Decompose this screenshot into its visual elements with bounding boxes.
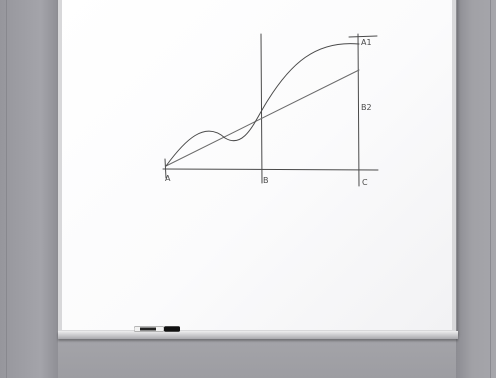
wall-panel-right [456, 0, 496, 378]
s-curve [165, 43, 360, 167]
wall-seam [490, 0, 491, 378]
label-b2: B2 [361, 103, 372, 112]
baseline-axis [162, 168, 379, 171]
marker-cap [164, 326, 180, 332]
vertical-line-b [260, 33, 263, 184]
tick-a [164, 158, 167, 179]
top-bar-a1 [348, 35, 378, 38]
wall-panel-left [0, 0, 58, 378]
label-b: B [263, 176, 269, 185]
dry-erase-marker[interactable] [134, 326, 180, 332]
label-c: C [362, 178, 368, 187]
vertical-line-c [357, 33, 360, 187]
marker-tray [58, 331, 458, 339]
straight-line [165, 69, 360, 167]
marker-label [140, 327, 156, 331]
wall-panel-bottom [58, 338, 456, 378]
label-a1: A1 [361, 38, 372, 47]
wall-seam [6, 0, 7, 378]
label-a: A [165, 174, 171, 183]
whiteboard [62, 0, 452, 330]
